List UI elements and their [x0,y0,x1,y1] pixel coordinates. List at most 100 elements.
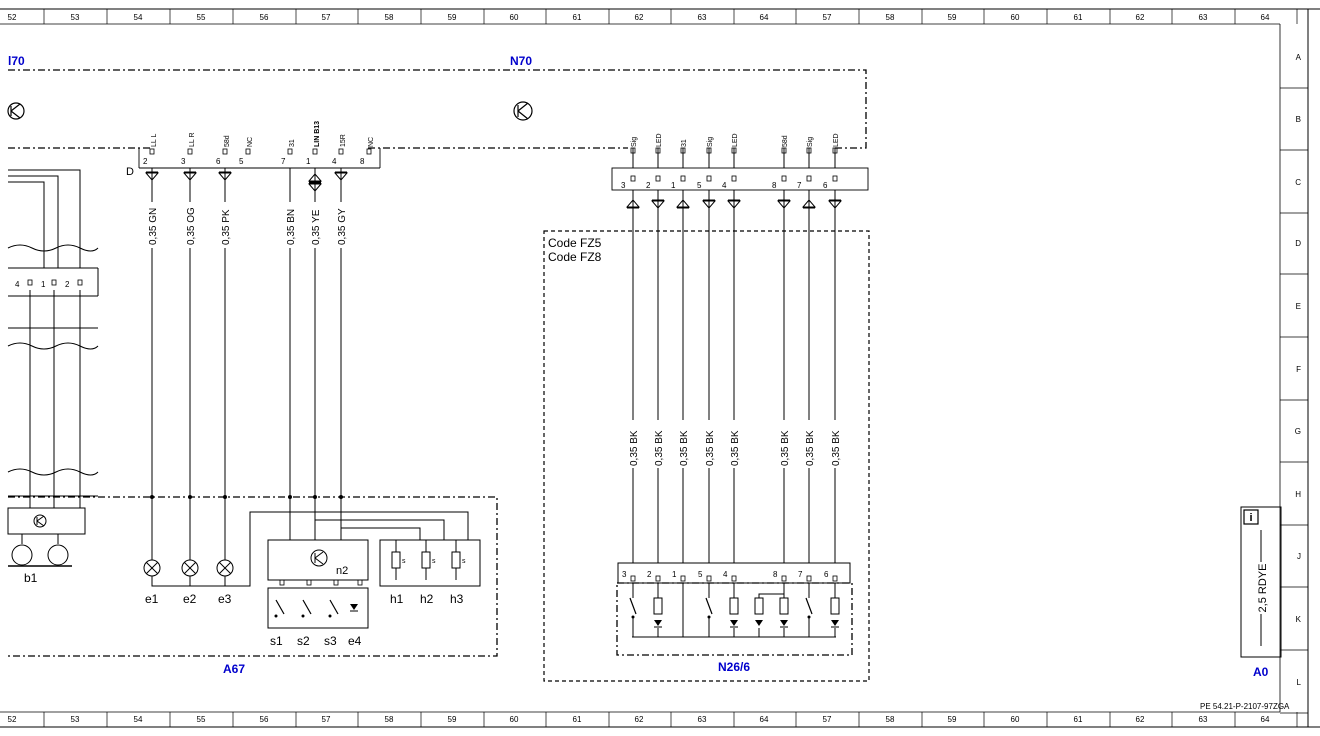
pin-number: 4 [15,280,20,289]
pin-socket [781,147,787,154]
pin-number: 3 [622,570,627,579]
arrow-up-icon [307,173,323,182]
column-number: 57 [322,715,331,724]
lamp-cross [219,562,231,574]
wire-label-bg [219,202,231,248]
pin-name: LL R [189,132,196,147]
wire-label-bg [284,202,296,248]
pin-socket [706,147,712,154]
pin-name: 31 [289,139,296,147]
pin-socket [655,147,661,154]
wire-label-bg [335,202,347,248]
arrow-down-icon [650,200,666,209]
led-icon [654,620,662,626]
b1-label: b1 [24,571,38,585]
pin-number: 7 [281,157,286,166]
lamp-label: e3 [218,592,232,606]
arrow-up-icon [625,199,641,208]
pin-name: Sig [707,137,714,147]
switch-icon [705,597,713,615]
pin-name: NC [247,137,254,147]
pin-socket [279,579,285,586]
column-number: 63 [698,715,707,724]
pin-number: 1 [671,181,676,190]
column-number: 60 [1011,715,1020,724]
column-number: 53 [71,715,80,724]
heater-icon [421,551,431,569]
column-number: 59 [948,715,957,724]
column-number: 53 [71,13,80,22]
pin-socket [832,575,838,582]
a0-wire-label: 2,5 RDYE [1257,564,1269,613]
pin-socket [222,148,228,155]
column-number: 62 [1136,13,1145,22]
column-number: 59 [948,13,957,22]
heater-mark: s [402,558,406,565]
pin-number: 8 [773,570,778,579]
led-icon [780,620,788,626]
wire-label-bg [652,420,664,468]
pin-socket [312,148,318,155]
control-unit-icon [7,102,25,120]
column-number: 63 [698,13,707,22]
switch-label: s2 [297,634,310,648]
wire-label: 0,35 BK [831,430,842,466]
pin-number: 2 [65,280,70,289]
pin-name: 31 [681,139,688,147]
led-icon [350,604,358,610]
heater-icon [451,551,461,569]
arrow-down-icon [217,172,233,181]
pin-socket [832,175,838,182]
arrow-up-icon [675,199,691,208]
pin-name: NC [368,137,375,147]
wire-label-bg [627,420,639,468]
column-number: 60 [510,715,519,724]
a67-label: A67 [223,662,245,676]
column-number: 61 [573,715,582,724]
right-connector-strip [611,167,869,191]
pin-number: 8 [360,157,365,166]
column-number: 54 [134,13,143,22]
pin-socket [245,148,251,155]
pin-name: 58d [782,135,789,147]
heater-label: h2 [420,592,434,606]
row-letter: F [1296,365,1301,374]
pin-socket [832,147,838,154]
column-number: 56 [260,13,269,22]
pin-socket [77,279,83,286]
switch-icon [805,597,813,615]
switch-label: s1 [270,634,283,648]
control-unit-icon [513,101,533,121]
switch-icon [302,599,312,615]
column-number: 59 [448,13,457,22]
pin-socket [333,579,339,586]
pin-name: Sig [807,137,814,147]
pin-socket [806,575,812,582]
column-number: 58 [886,13,895,22]
row-letter: C [1295,178,1301,187]
pin-socket [731,175,737,182]
switch-icon [329,599,339,615]
pin-number: 6 [216,157,221,166]
row-letter: G [1295,427,1301,436]
column-number: 61 [573,13,582,22]
row-letter: H [1295,490,1301,499]
column-number: 63 [1199,13,1208,22]
pin-number: 5 [698,570,703,579]
pin-socket [366,148,372,155]
a67-internals [151,497,481,629]
pin-socket [27,279,33,286]
column-number: 55 [197,13,206,22]
a67-boundary [8,496,498,657]
lamp-label: e1 [145,592,159,606]
column-number: 57 [823,715,832,724]
row-letter: D [1295,239,1301,248]
sheet-frame [0,8,1320,728]
pin-socket [287,148,293,155]
column-number: 57 [823,13,832,22]
pin-socket [781,575,787,582]
